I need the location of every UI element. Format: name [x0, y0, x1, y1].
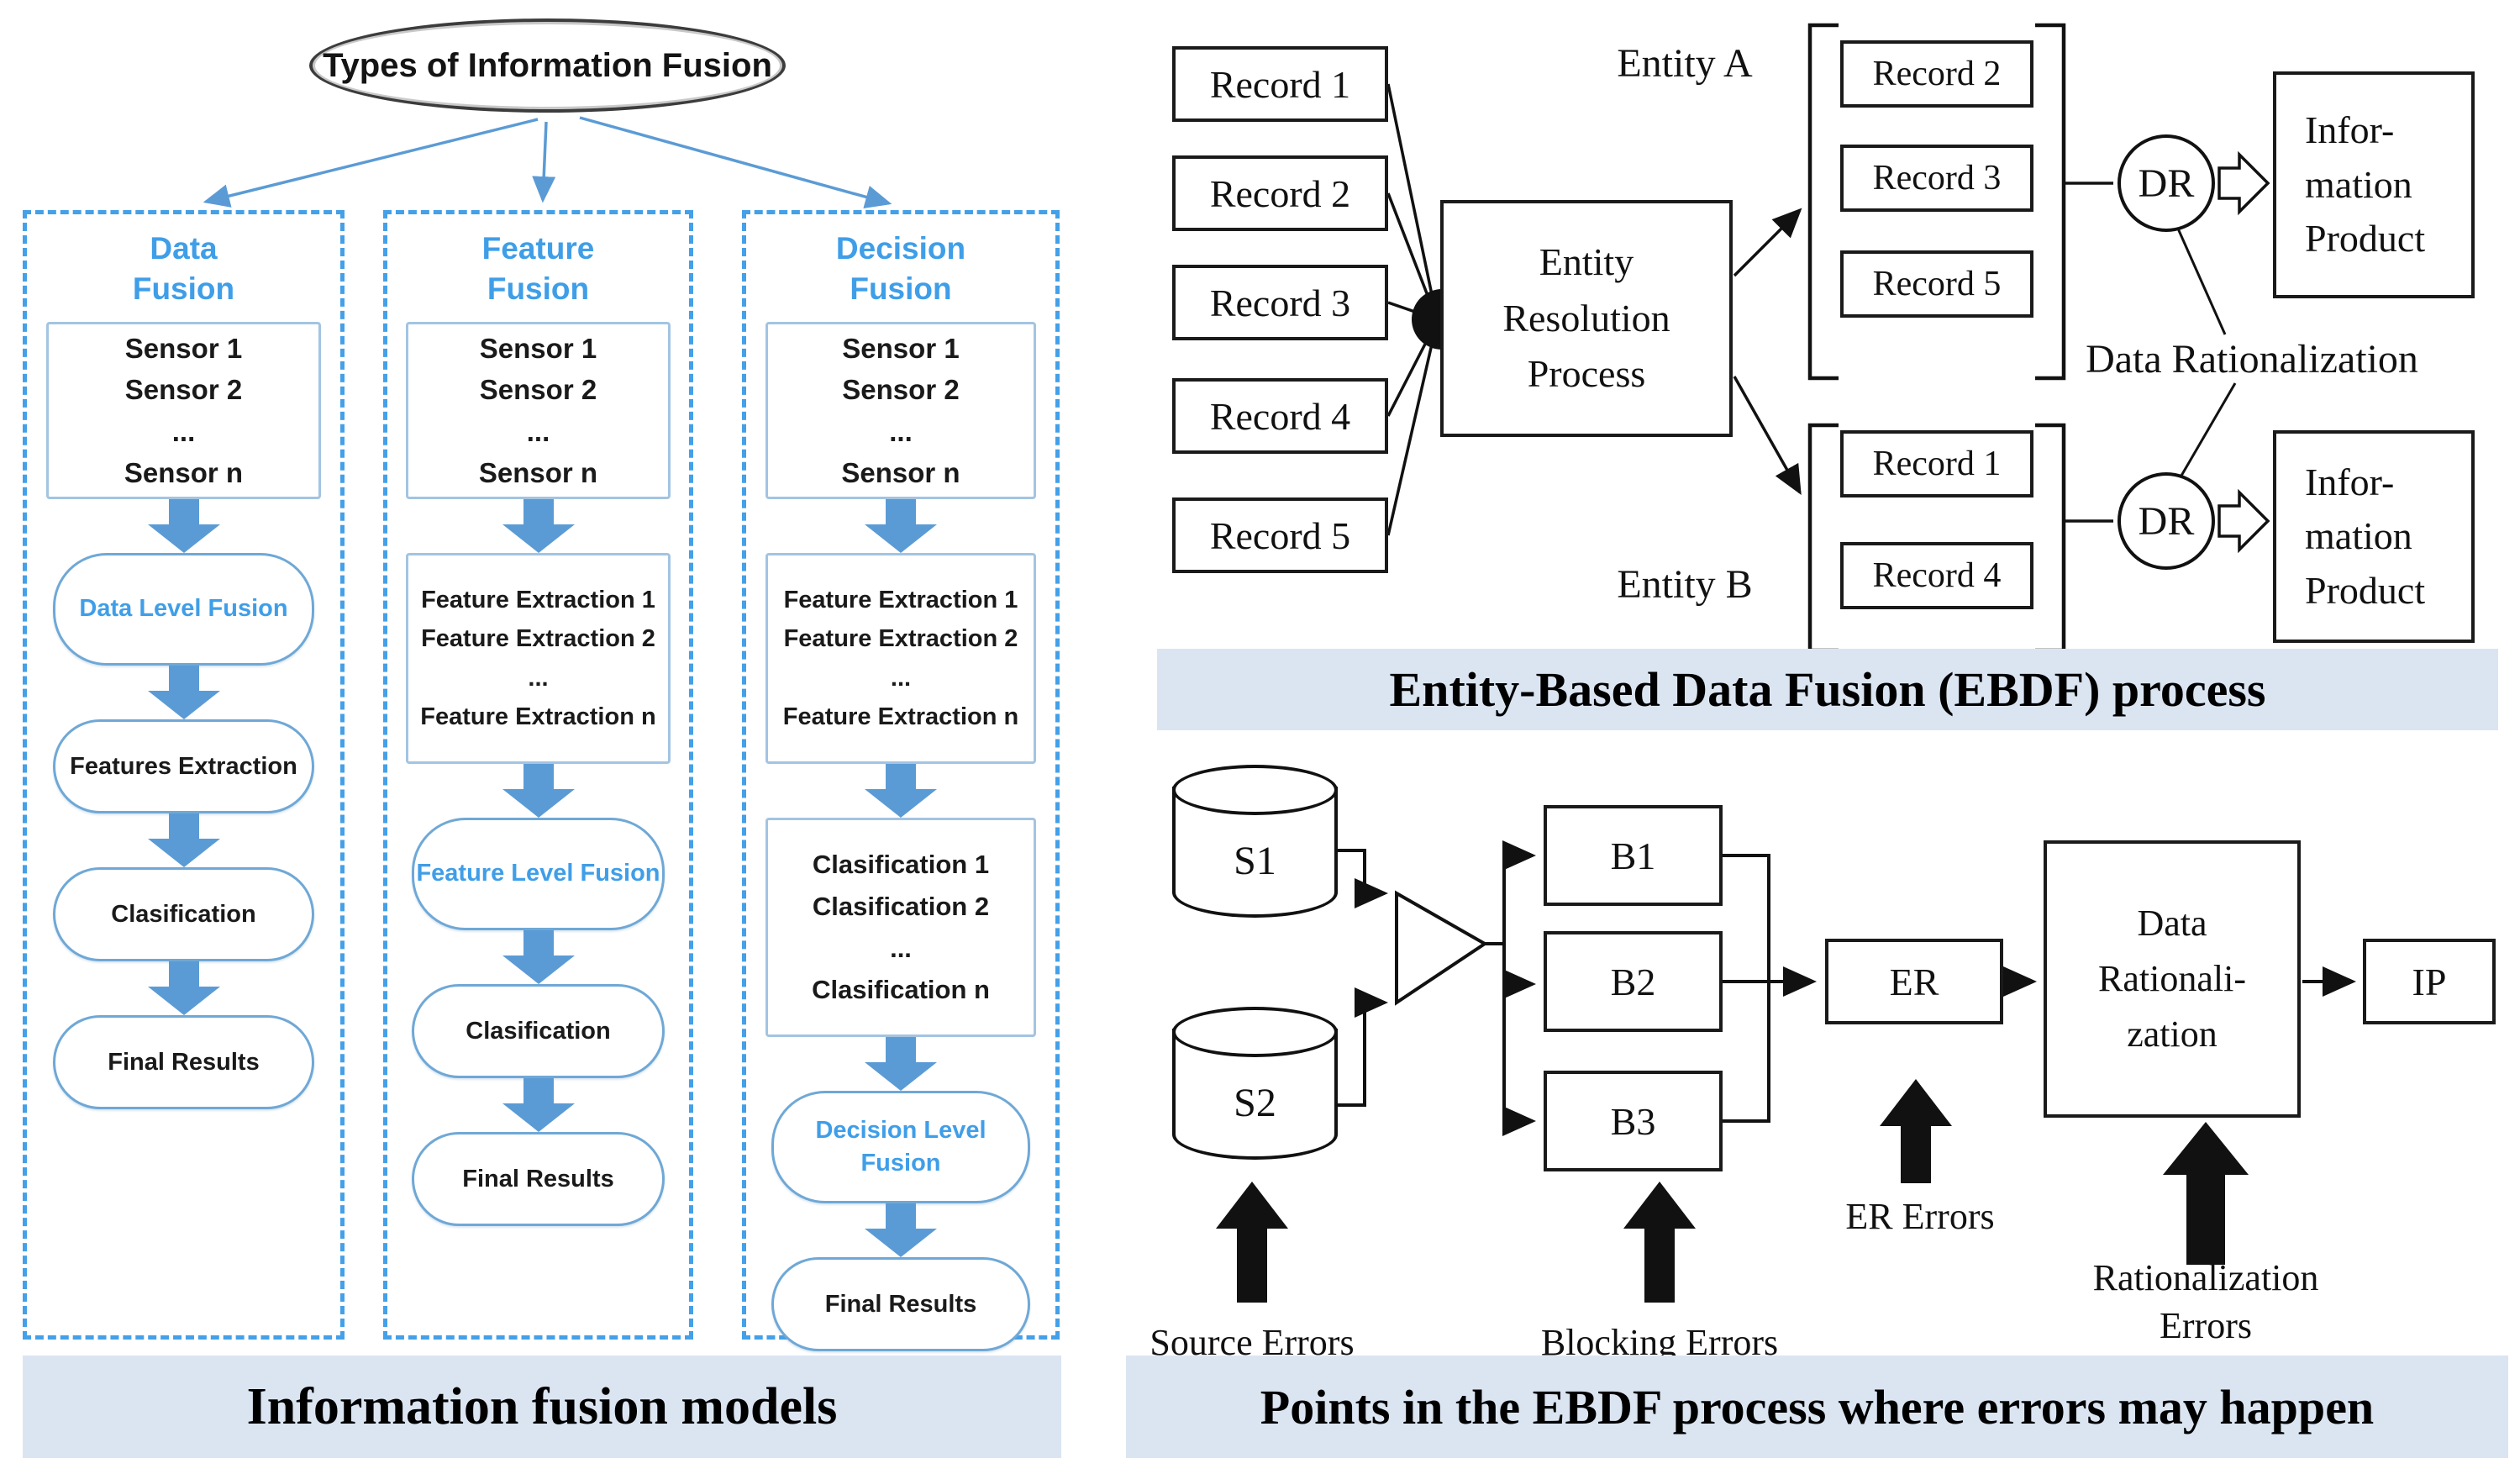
entity-a-label: Entity A [1617, 41, 1753, 86]
sensors-box: Sensor 1 Sensor 2 ... Sensor n [46, 322, 321, 499]
column-title-feature-fusion: Feature Fusion [481, 230, 595, 306]
fusion-type-arrows [203, 116, 892, 209]
column-title-data-fusion: Data Fusion [132, 230, 235, 306]
caption-information-fusion-models: Information fusion models [23, 1356, 1061, 1458]
step-final-results: Final Results [771, 1257, 1030, 1351]
root-node-types-of-information-fusion: Types of Information Fusion [309, 18, 786, 113]
cylinder-label: S1 [1234, 839, 1276, 884]
entity-a-record: Record 3 [1840, 145, 2033, 212]
source-record-1: Record 1 [1172, 46, 1388, 122]
data-rationalization-label: Data Rationalization [2086, 337, 2418, 382]
sensors-box: Sensor 1 Sensor 2 ... Sensor n [406, 322, 671, 499]
hollow-arrows [2217, 150, 2270, 554]
down-arrow-icon [865, 1203, 937, 1257]
ebdf-wires [1386, 83, 2237, 536]
entity-b-label: Entity B [1617, 562, 1753, 607]
column-decision-fusion: Decision Fusion Sensor 1 Sensor 2 ... Se… [742, 210, 1060, 1351]
dr-circle-b: DR [2118, 472, 2215, 570]
caption-text: Points in the EBDF process where errors … [1260, 1379, 2375, 1435]
step-features-extraction: Features Extraction [52, 719, 315, 813]
block-b3: B3 [1544, 1071, 1723, 1171]
source-cylinder-s2: S2 [1172, 1007, 1338, 1160]
source-record-2: Record 2 [1172, 155, 1388, 231]
root-node-label: Types of Information Fusion [323, 46, 772, 84]
error-up-arrows [1216, 1079, 2249, 1303]
caption-text: Entity-Based Data Fusion (EBDF) process [1389, 662, 2266, 717]
cylinder-label: S2 [1234, 1081, 1276, 1126]
step-clasification: Clasification [412, 984, 665, 1078]
entity-resolution-process-box: Entity Resolution Process [1440, 200, 1733, 437]
column-title-decision-fusion: Decision Fusion [835, 230, 966, 306]
step-clasification: Clasification [52, 867, 315, 961]
feature-extraction-box: Feature Extraction 1 Feature Extraction … [406, 553, 671, 764]
down-arrow-icon [865, 499, 937, 553]
down-arrow-icon [147, 666, 220, 719]
entity-b-record: Record 1 [1840, 430, 2033, 497]
step-final-results: Final Results [52, 1015, 315, 1109]
column-data-fusion: Data Fusion Sensor 1 Sensor 2 ... Sensor… [23, 210, 345, 1340]
sensors-box: Sensor 1 Sensor 2 ... Sensor n [765, 322, 1037, 499]
down-arrow-icon [502, 930, 575, 984]
dr-circle-a: DR [2118, 134, 2215, 232]
caption-text: Information fusion models [246, 1377, 838, 1435]
source-cylinder-s1: S1 [1172, 765, 1338, 918]
clasification-box: Clasification 1 Clasification 2 ... Clas… [765, 818, 1037, 1037]
caption-ebdf-error-points: Points in the EBDF process where errors … [1126, 1356, 2508, 1458]
column-feature-fusion: Feature Fusion Sensor 1 Sensor 2 ... Sen… [383, 210, 693, 1340]
down-arrow-icon [865, 1037, 937, 1091]
down-arrow-icon [502, 764, 575, 818]
data-rationalization-box: Data Rationali- zation [2044, 840, 2301, 1118]
down-arrow-icon [865, 764, 937, 818]
step-decision-level-fusion: Decision Level Fusion [771, 1091, 1030, 1203]
source-record-3: Record 3 [1172, 265, 1388, 340]
block-b1: B1 [1544, 805, 1723, 906]
step-data-level-fusion: Data Level Fusion [52, 553, 315, 666]
entity-a-record: Record 2 [1840, 40, 2033, 108]
ip-box: IP [2363, 939, 2496, 1024]
down-arrow-icon [147, 499, 220, 553]
rationalization-errors-label: Rationalization Errors [2092, 1257, 2319, 1347]
down-arrow-icon [147, 813, 220, 867]
feature-extraction-box: Feature Extraction 1 Feature Extraction … [765, 553, 1037, 764]
er-errors-label: ER Errors [1845, 1196, 1995, 1237]
source-record-5: Record 5 [1172, 497, 1388, 573]
step-final-results: Final Results [412, 1132, 665, 1226]
block-b2: B2 [1544, 931, 1723, 1032]
down-arrow-icon [502, 499, 575, 553]
entity-a-record: Record 5 [1840, 250, 2033, 318]
down-arrow-icon [502, 1078, 575, 1132]
caption-ebdf-process: Entity-Based Data Fusion (EBDF) process [1157, 649, 2498, 730]
erp-input-fan [1412, 289, 1442, 350]
information-product-box-a: Infor- mation Product [2273, 71, 2475, 298]
entity-b-record: Record 4 [1840, 542, 2033, 609]
er-box: ER [1825, 939, 2003, 1024]
source-record-4: Record 4 [1172, 378, 1388, 454]
step-feature-level-fusion: Feature Level Fusion [412, 818, 665, 930]
down-arrow-icon [147, 961, 220, 1015]
information-product-box-b: Infor- mation Product [2273, 430, 2475, 643]
errors-wires [1338, 840, 2356, 1136]
